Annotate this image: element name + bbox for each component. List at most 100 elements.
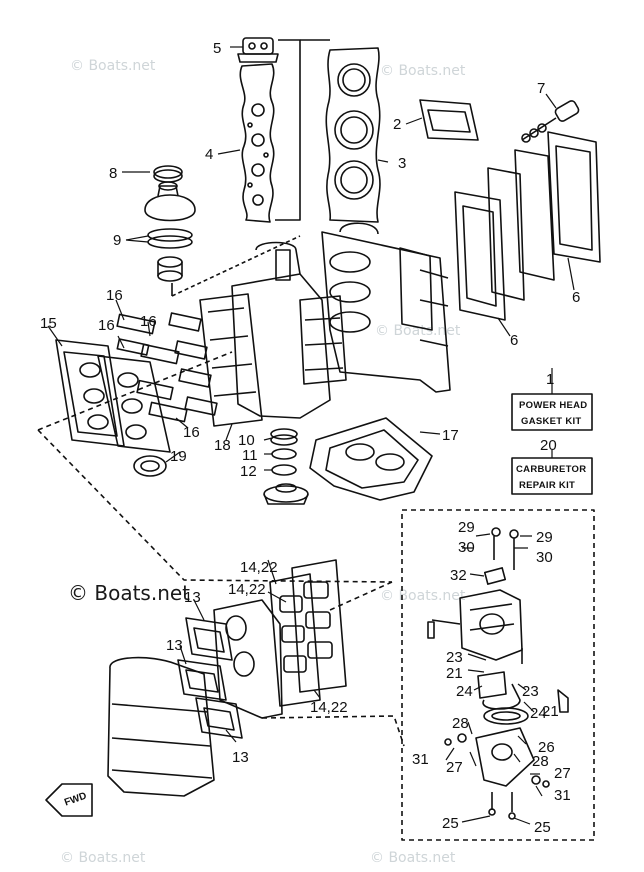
part-6-cover-a xyxy=(487,131,601,301)
callout-25a: 25 xyxy=(442,815,459,832)
watermark-text: © Boats.net xyxy=(380,63,466,79)
crankcase-half xyxy=(231,241,347,419)
callout-23b: 23 xyxy=(522,683,539,700)
callout-13c: 13 xyxy=(232,749,249,766)
carburetor-kit-label-line2: REPAIR KIT xyxy=(519,480,575,491)
callout-21a: 21 xyxy=(446,665,463,682)
part-bearing-housing xyxy=(144,181,196,222)
callout-6b: 6 xyxy=(510,332,518,349)
callout-14-22a: 14,22 xyxy=(240,559,278,576)
carburetor-kit-label-line1: CARBURETOR xyxy=(516,464,586,475)
dashed-leader xyxy=(171,235,301,297)
callout-30b: 30 xyxy=(536,549,553,566)
dashed-boundary xyxy=(329,581,393,611)
part-18-intake xyxy=(199,293,263,427)
callout-16b: 16 xyxy=(140,313,157,330)
part-16-reeds xyxy=(116,312,218,423)
power-head-kit-label-line2: GASKET KIT xyxy=(521,416,582,427)
callout-5: 5 xyxy=(213,40,221,57)
callout-3: 3 xyxy=(398,155,406,172)
callout-8: 8 xyxy=(109,165,117,182)
callout-16d: 16 xyxy=(183,424,200,441)
callout-24a: 24 xyxy=(456,683,473,700)
callout-30a: 30 xyxy=(458,539,475,556)
bracket-line xyxy=(275,39,301,221)
callout-12: 12 xyxy=(240,463,257,480)
watermark-text: © Boats.net xyxy=(60,850,146,866)
part-10-seal xyxy=(270,428,298,446)
callout-28b: 28 xyxy=(532,753,549,770)
part-14-22-gaskets xyxy=(269,559,347,707)
callout-13a: 13 xyxy=(184,589,201,606)
callout-25b: 25 xyxy=(534,819,551,836)
callout-9: 9 xyxy=(113,232,121,249)
part-19-gasket xyxy=(133,455,167,477)
callout-32: 32 xyxy=(450,567,467,584)
callout-labels: 5 4 8 9 3 2 7 6 6 15 16 16 16 16 18 19 1… xyxy=(40,40,580,836)
callout-13b: 13 xyxy=(166,637,183,654)
part-6-cover-b xyxy=(454,191,506,321)
part-9-o-rings xyxy=(147,228,193,249)
callout-14-22b: 14,22 xyxy=(228,581,266,598)
callout-7: 7 xyxy=(537,80,545,97)
part-silencer xyxy=(107,656,215,797)
watermark-text: © Boats.net xyxy=(70,58,156,74)
part-3-head-gasket xyxy=(325,47,381,223)
callout-14-22c: 14,22 xyxy=(310,699,348,716)
callout-18: 18 xyxy=(214,437,231,454)
watermark-text: © Boats.net xyxy=(380,588,466,604)
cylinder-block xyxy=(321,222,451,393)
callout-20: 20 xyxy=(540,437,557,454)
part-reed-body xyxy=(97,355,171,453)
part-17-base-gasket xyxy=(309,417,433,501)
callout-15: 15 xyxy=(40,315,57,332)
part-throttle-body xyxy=(213,599,283,719)
callout-31a: 31 xyxy=(412,751,429,768)
part-11-o-ring xyxy=(271,448,297,460)
carburetor-bowl xyxy=(444,689,569,820)
callout-21b: 21 xyxy=(542,703,559,720)
callout-1: 1 xyxy=(546,371,554,388)
part-7-valve xyxy=(521,100,580,143)
callout-29b: 29 xyxy=(536,529,553,546)
dashed-boundary xyxy=(37,429,393,583)
part-bearing-lower xyxy=(157,256,183,282)
callout-31b: 31 xyxy=(554,787,571,804)
fwd-arrow xyxy=(45,783,93,817)
callout-29a: 29 xyxy=(458,519,475,536)
watermark-text-dark: © Boats.net xyxy=(68,581,190,605)
part-4-gasket xyxy=(239,63,275,223)
callout-17: 17 xyxy=(442,427,459,444)
watermark-text: © Boats.net xyxy=(375,323,461,339)
part-12-o-ring xyxy=(271,464,297,476)
dashed-boundary xyxy=(261,715,405,747)
part-2-gasket xyxy=(419,99,479,141)
callout-27a: 27 xyxy=(446,759,463,776)
carburetor-float xyxy=(477,671,529,725)
callout-11: 11 xyxy=(242,447,258,464)
callout-27b: 27 xyxy=(554,765,571,782)
power-head-kit-label-line1: POWER HEAD xyxy=(519,400,587,411)
part-15-gasket xyxy=(55,339,125,447)
callout-16a: 16 xyxy=(106,287,123,304)
fwd-label: FWD xyxy=(63,791,88,809)
callout-23a: 23 xyxy=(446,649,463,666)
watermark-text: © Boats.net xyxy=(370,850,456,866)
callout-24b: 24 xyxy=(530,705,547,722)
callout-6a: 6 xyxy=(572,289,580,306)
callout-16c: 16 xyxy=(98,317,115,334)
part-13-gaskets xyxy=(177,617,243,739)
part-housing-lower xyxy=(263,483,309,505)
callout-4: 4 xyxy=(205,146,213,163)
callout-2: 2 xyxy=(393,116,401,133)
callout-28a: 28 xyxy=(452,715,469,732)
carburetor-body xyxy=(427,527,523,664)
watermarks: © Boats.net © Boats.net © Boats.net © Bo… xyxy=(60,58,466,866)
part-5-cap xyxy=(237,37,279,63)
callout-19: 19 xyxy=(170,448,187,465)
callout-10: 10 xyxy=(238,432,255,449)
part-8-seal xyxy=(153,165,183,183)
dashed-boundary xyxy=(37,351,233,431)
